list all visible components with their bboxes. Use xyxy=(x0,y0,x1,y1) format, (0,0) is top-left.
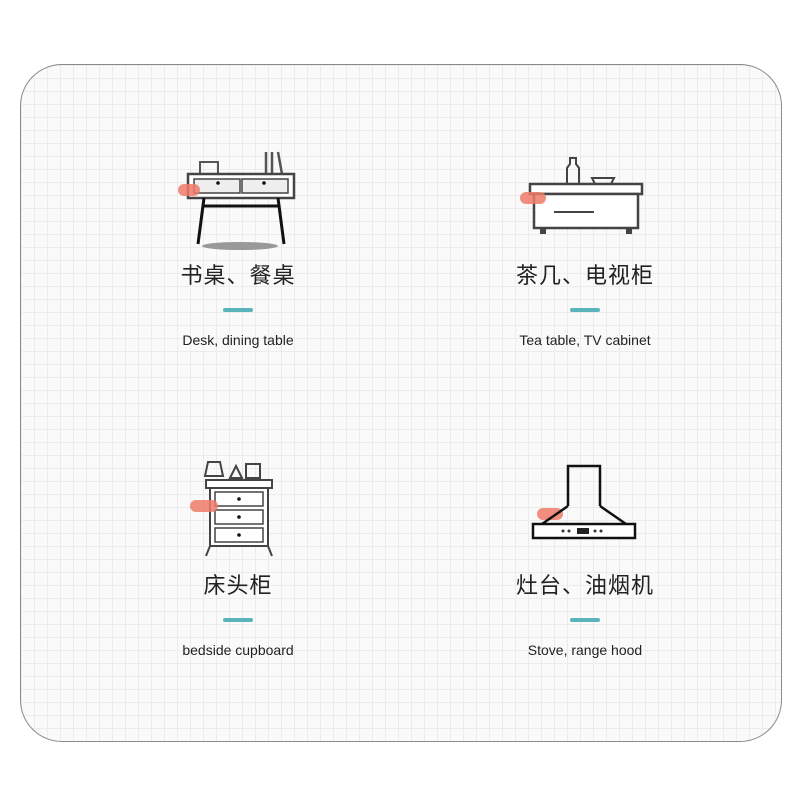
item-title: 灶台、油烟机 xyxy=(515,574,654,599)
desk-icon xyxy=(178,151,296,250)
item-title: 书桌、餐桌 xyxy=(180,264,296,289)
item-title: 床头柜 xyxy=(203,574,273,599)
bedside-cabinet-icon xyxy=(190,461,273,557)
accent-dash xyxy=(223,308,253,312)
item-subtitle: Desk, dining table xyxy=(182,332,294,348)
item-tv-cabinet: 茶几、电视柜 Tea table, TV cabinet xyxy=(435,150,735,348)
item-bedside: 床头柜 bedside cupboard xyxy=(88,460,388,658)
accent-dash xyxy=(570,618,600,622)
item-title: 茶几、电视柜 xyxy=(515,264,654,289)
item-subtitle: bedside cupboard xyxy=(182,642,294,658)
item-subtitle: Tea table, TV cabinet xyxy=(519,332,651,348)
tv-cabinet-icon xyxy=(520,157,644,234)
range-hood-icon xyxy=(531,464,637,540)
item-desk: 书桌、餐桌 Desk, dining table xyxy=(88,150,388,348)
accent-dash xyxy=(223,618,253,622)
item-subtitle: Stove, range hood xyxy=(527,642,643,658)
accent-dash xyxy=(570,308,600,312)
item-range-hood: 灶台、油烟机 Stove, range hood xyxy=(435,460,735,658)
furniture-card xyxy=(20,64,782,742)
